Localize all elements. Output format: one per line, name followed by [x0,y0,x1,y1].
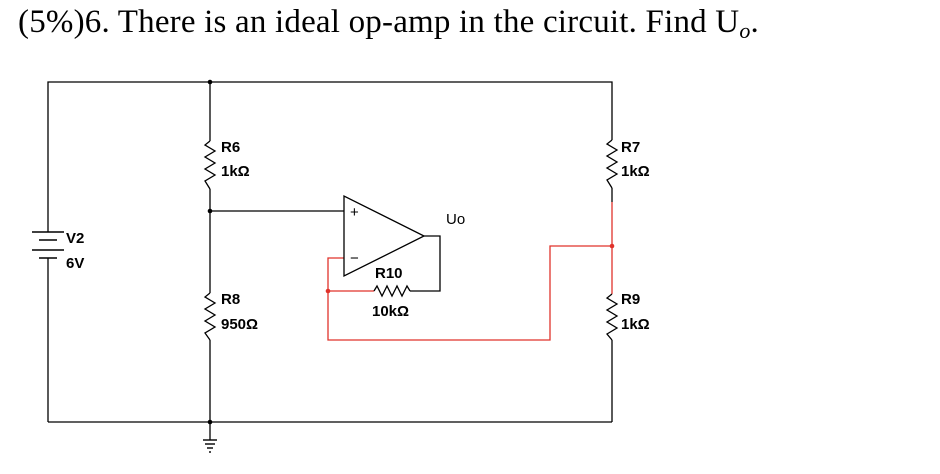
r9-value: 1kΩ [621,316,650,333]
r7-value: 1kΩ [621,163,650,180]
r6-resistor [203,140,217,190]
v2-name: V2 [66,230,84,247]
opamp-triangle [343,194,426,278]
r8-value: 950Ω [221,316,258,333]
v2-value: 6V [66,255,84,272]
opamp-output-label: Uo [446,211,465,228]
question-text: (5%)6. There is an ideal op-amp in the c… [18,4,759,44]
r10-resistor [373,284,411,298]
r8-name: R8 [221,291,240,308]
r9-name: R9 [621,291,640,308]
battery-v2-symbol [32,231,64,259]
r10-name: R10 [375,265,403,282]
r7-resistor [605,139,619,189]
r6-value: 1kΩ [221,163,250,180]
opamp-plus-sign: + [350,204,359,221]
question-subscript: o [739,18,751,43]
opamp-minus-sign: − [350,250,359,267]
black-wires [47,81,613,440]
r8-resistor [203,292,217,341]
r10-value: 10kΩ [372,303,409,320]
question-suffix: . [750,4,759,40]
r9-resistor [605,293,619,341]
junction-dots [207,79,615,425]
ground-symbol [203,439,217,453]
question-prefix: (5%)6. There is an ideal op-amp in the c… [18,4,740,40]
r7-name: R7 [621,139,640,156]
r6-name: R6 [221,139,240,156]
